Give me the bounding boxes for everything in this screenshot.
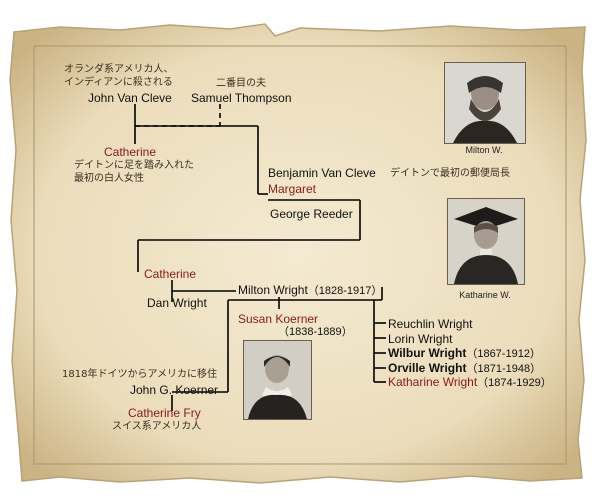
katharine-photo-caption: Katharine W. [459, 290, 511, 300]
john-van-cleve-name: John Van Cleve [88, 91, 172, 105]
child-wilbur: Wilbur Wright（1867-1912） [388, 346, 541, 361]
milton-wright-photo [444, 62, 526, 144]
susan-portrait-icon [244, 341, 311, 419]
john-koerner-note: 1818年ドイツからアメリカに移住 [62, 369, 217, 380]
child-katharine: Katharine Wright（1874-1929） [388, 375, 552, 390]
child-name: Lorin Wright [388, 332, 453, 346]
milton-photo-caption: Milton W. [465, 145, 503, 155]
child-name: Katharine Wright [388, 375, 478, 389]
child-dates: （1871-1948） [466, 363, 542, 375]
child-name: Reuchlin Wright [388, 317, 473, 331]
milton-wright-name-text: Milton Wright [238, 283, 308, 297]
child-name: Orville Wright [388, 361, 467, 375]
benjamin-van-cleve-name: Benjamin Van Cleve [268, 166, 376, 180]
child-reuchlin: Reuchlin Wright [388, 317, 472, 331]
catherine-van-cleve-name: Catherine [104, 145, 157, 159]
samuel-thompson-name: Samuel Thompson [191, 91, 292, 105]
catherine-van-cleve-note-2: 最初の白人女性 [74, 173, 144, 184]
catherine-van-cleve-note-1: デイトンに足を踏み入れた [74, 160, 194, 171]
margaret-name: Margaret [268, 182, 317, 196]
child-orville: Orville Wright（1871-1948） [388, 361, 541, 376]
child-dates: （1867-1912） [466, 348, 541, 360]
dan-wright-name: Dan Wright [147, 296, 207, 310]
katharine-wright-photo [447, 198, 525, 285]
catherine-reeder-name: Catherine [144, 267, 197, 281]
john-koerner-name: John G. Koerner [130, 383, 219, 397]
benjamin-van-cleve-note: デイトンで最初の郵便局長 [390, 168, 510, 179]
catherine-fry-name: Catherine Fry [128, 406, 201, 420]
milton-wright-dates: （1828-1917） [307, 285, 383, 297]
milton-wright-name: Milton Wright（1828-1917） [238, 283, 382, 298]
susan-koerner-photo [243, 340, 312, 420]
child-name: Wilbur Wright [388, 346, 467, 360]
child-dates: （1874-1929） [477, 377, 552, 389]
milton-portrait-icon [445, 63, 525, 143]
john-van-cleve-note-1: オランダ系アメリカ人、 [64, 64, 174, 75]
george-reeder-name: George Reeder [270, 207, 353, 221]
susan-koerner-name: Susan Koerner [238, 312, 319, 326]
samuel-thompson-note: 二番目の夫 [216, 78, 266, 89]
susan-koerner-dates: （1838-1889） [278, 326, 353, 338]
child-lorin: Lorin Wright [388, 332, 452, 346]
katharine-portrait-icon [448, 199, 524, 284]
catherine-fry-note: スイス系アメリカ人 [112, 421, 202, 432]
john-van-cleve-note-2: インディアンに殺される [64, 77, 173, 88]
